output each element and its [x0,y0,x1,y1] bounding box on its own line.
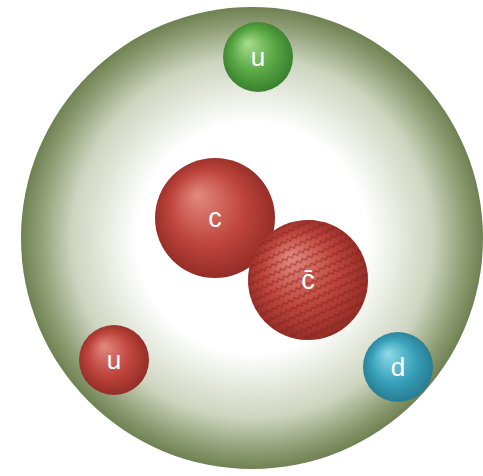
quark-sphere: d [363,332,433,402]
quark-label: u [251,44,265,70]
quark-label: c̄ [301,267,315,294]
sphere-fill [248,220,368,340]
quark-label: c [208,205,222,232]
hadron-boundary [21,7,483,469]
sphere-fill [79,325,149,395]
quark-label: d [391,354,405,380]
sphere-fill [363,332,433,402]
sphere-fill [223,22,293,92]
quark-sphere: u [223,22,293,92]
quark-label: u [107,347,121,373]
quark-sphere: u [79,325,149,395]
quark-sphere: c̄ [248,220,368,340]
antiquark-texture [248,220,368,340]
